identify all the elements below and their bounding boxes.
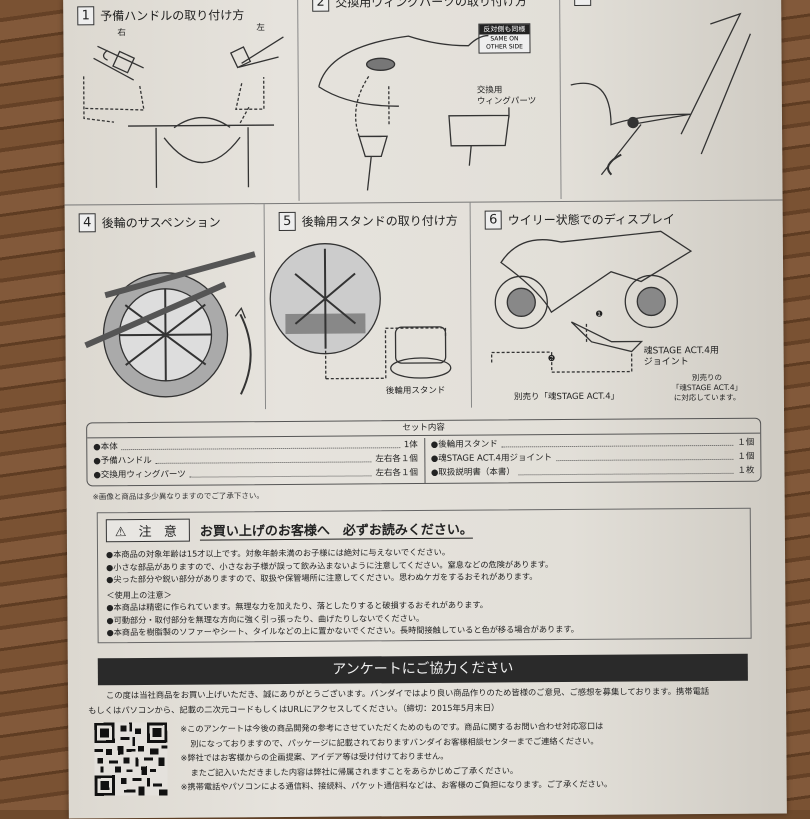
item-qty: 左右各１個 [375, 468, 419, 479]
item-name: ●取扱説明書（本書） [430, 467, 515, 478]
wing-parts-illustration [318, 34, 510, 191]
rear-suspension-illustration [84, 251, 256, 398]
survey-title-bar: アンケートにご協力ください [97, 653, 748, 686]
handlebar-illustration [83, 36, 284, 188]
survey-note: ※携帯電話やパソコンによる通信料、接続料、パケット通信料などは、お客様のご負担に… [180, 778, 613, 792]
caution-heading: お買い上げのお客様へ 必ずお読みください。 [199, 518, 473, 541]
item-qty: 1体 [403, 440, 418, 451]
rear-stand-illustration [269, 243, 452, 380]
item-name: ●予備ハンドル [93, 455, 152, 467]
caution-badge: ⚠ 注 意 [105, 518, 190, 543]
image-difference-note: ※画像と商品は多少異なりますのでご了承下さい。 [92, 491, 264, 502]
item-qty: １枚 [737, 465, 755, 476]
survey-note: 別になっておりますので、パッケージに記載されておりますバンダイお客様相談センター… [190, 735, 599, 749]
item-qty: １個 [737, 451, 755, 462]
survey-intro: この度は当社商品をお買い上げいただき、誠にありがとうございます。バンダイではより… [88, 684, 768, 719]
item-name: ●交換用ウィングパーツ [93, 469, 186, 481]
caution-box: ⚠ 注 意お買い上げのお客様へ 必ずお読みください。 ●本商品の対象年齢は15才… [96, 507, 752, 644]
item-qty: 左右各１個 [375, 454, 418, 465]
list-item: ●取扱説明書（本書） １枚 [430, 463, 755, 480]
stand-illustration [570, 12, 752, 176]
item-name: ●魂STAGE ACT.4用ジョイント [430, 453, 552, 464]
survey-notes: ※このアンケートは今後の商品開発の参考にさせていただくためのものです。商品に関す… [180, 719, 612, 795]
set-contents-right: ●後輪用スタンド １個 ●魂STAGE ACT.4用ジョイント １個 ●取扱説明書（… [423, 435, 761, 484]
item-qty: １個 [737, 437, 755, 448]
item-name: ●本体 [93, 442, 118, 453]
list-item: ●交換用ウィングパーツ 左右各１個 [93, 466, 418, 482]
wheelie-display-illustration [490, 230, 693, 373]
step-3-panel: 3 [560, 0, 782, 199]
item-name: ●後輪用スタンド [430, 439, 498, 450]
qr-code[interactable] [94, 720, 168, 799]
